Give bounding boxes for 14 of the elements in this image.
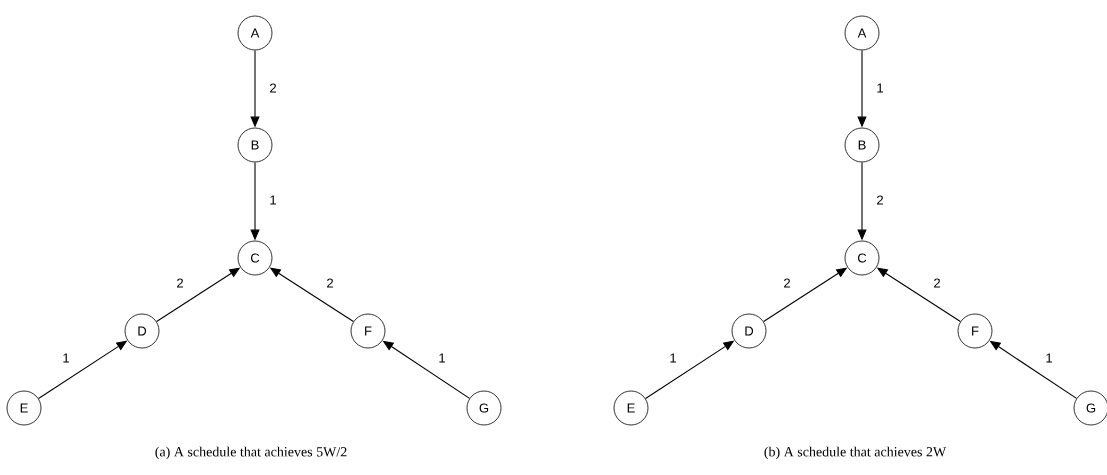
- edge-label: 1: [670, 353, 676, 363]
- edge-label: 1: [439, 353, 445, 363]
- edge-label: 2: [877, 195, 883, 205]
- subfigure-caption: (b) A schedule that achieves 2W: [764, 446, 947, 460]
- edge-label: 1: [270, 195, 276, 205]
- edge-label: 2: [177, 278, 183, 288]
- edge-label: 2: [327, 278, 333, 288]
- edge-label: 2: [784, 278, 790, 288]
- edge-label: 2: [270, 83, 276, 93]
- edge-label: 1: [1046, 353, 1052, 363]
- edge-label: 1: [63, 353, 69, 363]
- subfigure-caption: (a) A schedule that achieves 5W/2: [155, 446, 347, 460]
- edge-label: 2: [934, 278, 940, 288]
- edge-label: 1: [877, 83, 883, 93]
